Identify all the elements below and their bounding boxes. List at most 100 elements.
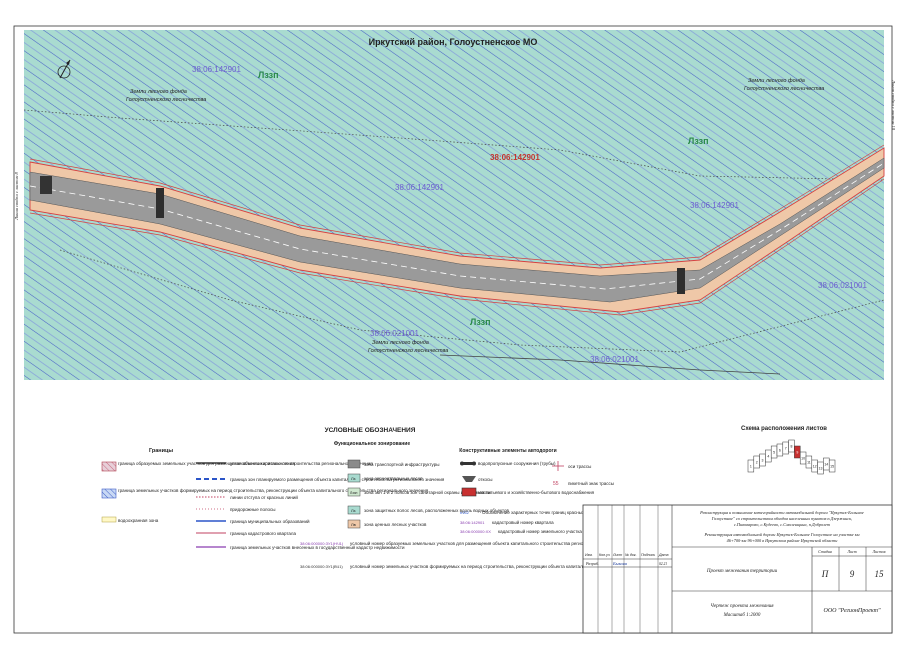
north-arrow-icon bbox=[57, 59, 71, 79]
legend-line-1: установленные красные линии bbox=[230, 461, 295, 466]
zone-code-2: Лззп bbox=[688, 136, 709, 146]
scheme-sheet-label-1: 1 bbox=[750, 465, 752, 469]
stamp-org: ООО "РегионПроект" bbox=[823, 608, 881, 614]
slope-icon bbox=[462, 476, 476, 482]
legend-zone-code-3: Лз bbox=[351, 508, 356, 513]
forest-label-bottom-1: Земли лесного фонда bbox=[372, 340, 429, 346]
edge-label-right: Линия сводки с листом 10 bbox=[891, 79, 896, 131]
stamp-header-4: Подпись bbox=[641, 553, 655, 557]
stamp-project: Реконструкция и повышение категорийности… bbox=[699, 510, 864, 528]
boundary-line-north bbox=[23, 109, 885, 181]
forest-label-right-2: Голоустненского лесничества bbox=[744, 86, 824, 92]
bridge-marker-left bbox=[40, 176, 52, 194]
forest-label-left-1: Земли лесного фонда bbox=[130, 89, 187, 95]
scheme-sheet-label-15: 15 bbox=[830, 465, 834, 469]
legend-swatch-water-zone bbox=[101, 516, 117, 523]
map-title: Иркутский район, Голоустненское МО bbox=[369, 37, 538, 47]
scheme-sheet-label-9: 9 bbox=[796, 451, 798, 455]
scheme-sheet-label-3: 3 bbox=[762, 459, 764, 463]
parcel-label-6: 38:06:021001 bbox=[818, 281, 867, 290]
legend-number-1: условный номер образуемых земельных учас… bbox=[350, 540, 623, 546]
coord-code-2: 38:06:142901 bbox=[460, 520, 485, 525]
legend-number-code-1: 38:06:000000:ЗУ1(НЧ1) bbox=[300, 541, 344, 546]
legend-line-6: граница кадастрового квартала bbox=[230, 531, 296, 536]
parcel-label-1: 38:06:142901 bbox=[192, 65, 241, 74]
zone-code-3: Лззп bbox=[470, 317, 491, 327]
legend-zone-4 bbox=[347, 519, 361, 529]
title-stamp bbox=[582, 504, 893, 634]
legend-line-4: придорожные полосы bbox=[230, 507, 276, 512]
legend-zone-transport bbox=[347, 459, 361, 469]
stamp-header-2: Лист bbox=[612, 553, 622, 557]
boundary-line-south bbox=[59, 249, 885, 353]
legend-zoning-title: Функциональное зонирование bbox=[334, 441, 411, 447]
legend-line-2: граница зон планируемого размещения объе… bbox=[230, 477, 445, 482]
legend-road-2: откосы bbox=[478, 477, 492, 482]
stamp-section: Реконструкция автомобильной дороги Иркут… bbox=[704, 532, 860, 543]
legend-coord-2: кадастровый номер квартала bbox=[492, 519, 554, 525]
legend-zone-code-4: Лв bbox=[351, 522, 356, 527]
parcel-label-5: 38:06:021001 bbox=[370, 329, 419, 338]
stamp-header-0: Изм. bbox=[585, 553, 593, 557]
sheet-frame bbox=[13, 25, 893, 634]
legend-boundary-3: водоохранная зона bbox=[118, 518, 159, 523]
bridge-marker-mid bbox=[156, 188, 164, 218]
scheme-sheet-label-2: 2 bbox=[756, 461, 758, 465]
zone-code-1: Лззп bbox=[258, 70, 279, 80]
legend-zoning-5: зона ценных лесных участков bbox=[364, 522, 427, 527]
red-line-north bbox=[29, 144, 885, 266]
legend-zoning-4: зона защитных полос лесов, расположенных… bbox=[364, 508, 510, 513]
picket-code: 55 bbox=[553, 481, 559, 487]
scheme-sheet-label-10: 10 bbox=[801, 457, 805, 461]
legend-zone-code-1: Лз bbox=[351, 476, 356, 481]
parcel-label-3: 38:06:142901 bbox=[395, 183, 444, 192]
legend-line-5: граница муниципальных образований bbox=[230, 518, 310, 524]
coord-code-1: н152 bbox=[460, 510, 470, 515]
legend-line-3: линии отступа от красных линий bbox=[230, 494, 298, 500]
scheme-sheet-label-6: 6 bbox=[779, 449, 781, 453]
legend-swatch-temp-parcels bbox=[101, 488, 117, 499]
legend-zoning-1: зона транспортной инфраструктуры bbox=[364, 461, 440, 467]
scheme-sheet-label-7: 7 bbox=[785, 447, 787, 451]
legend-title: УСЛОВНЫЕ ОБОЗНАЧЕНИЯ bbox=[325, 427, 416, 434]
legend-zone-code-2: Лззп bbox=[350, 491, 357, 495]
stamp-name: Быкова bbox=[612, 561, 628, 566]
scheme-sheet-label-14: 14 bbox=[824, 463, 828, 467]
stamp-date: 02.21 bbox=[659, 562, 667, 566]
scheme-sheet-label-11: 11 bbox=[807, 461, 811, 465]
parcel-label-4: 38:06:142901 bbox=[690, 201, 739, 210]
forest-label-right-1: Земли лесного фонда bbox=[748, 78, 805, 84]
legend-zone-1 bbox=[347, 473, 361, 483]
legend-road-1: водопропускные сооружения (трубы) bbox=[478, 461, 556, 466]
stamp-sheet-value: 9 bbox=[850, 569, 855, 579]
legend-zoning-2: зона зерноотвальных лесов bbox=[364, 476, 423, 481]
scheme-sheet-15 bbox=[828, 459, 836, 473]
stamp-drawing-title: Чертеж проекта межевания bbox=[710, 604, 774, 609]
scheme-sheet-label-12: 12 bbox=[813, 465, 817, 469]
legend-coord-3: кадастровый номер земельного участка bbox=[498, 528, 582, 534]
legend-road-right-2: пикетный знак трассы bbox=[568, 480, 614, 486]
stamp-sheets-header: Листов bbox=[871, 549, 885, 554]
legend-line-7: граница земельных участков внесенных в г… bbox=[230, 544, 405, 550]
stamp-header-1: Кол.уч bbox=[599, 553, 610, 557]
legend-boundary-1: граница образуемых земельных участков дл… bbox=[118, 461, 373, 466]
stamp-stage-header: Стадия bbox=[818, 549, 832, 554]
scheme-sheet-label-13: 13 bbox=[819, 467, 823, 471]
legend-number-2: условный номер земельных участков формир… bbox=[350, 563, 679, 569]
scheme-sheet-label-8: 8 bbox=[791, 445, 793, 449]
legend-zoning-3: зона зон 1-й 2 поясов зон санитарной охр… bbox=[364, 489, 595, 495]
legend-road-title: Конструктивные элементы автодороги bbox=[459, 448, 556, 454]
road-axis bbox=[29, 162, 885, 290]
scheme-sheet-label-5: 5 bbox=[773, 451, 775, 455]
legend-swatch-formed-parcels bbox=[101, 461, 117, 472]
legend-coord-1: Обозначение характерных точек границ кра… bbox=[482, 509, 599, 515]
scheme-title: Схема расположения листов bbox=[741, 426, 827, 432]
stamp-role: Разраб. bbox=[585, 561, 599, 566]
stamp-sheet-header: Лист bbox=[846, 549, 856, 554]
stamp-header-3: № док. bbox=[625, 553, 637, 557]
road-corridor bbox=[29, 147, 885, 313]
bridge-marker-right bbox=[677, 268, 685, 294]
